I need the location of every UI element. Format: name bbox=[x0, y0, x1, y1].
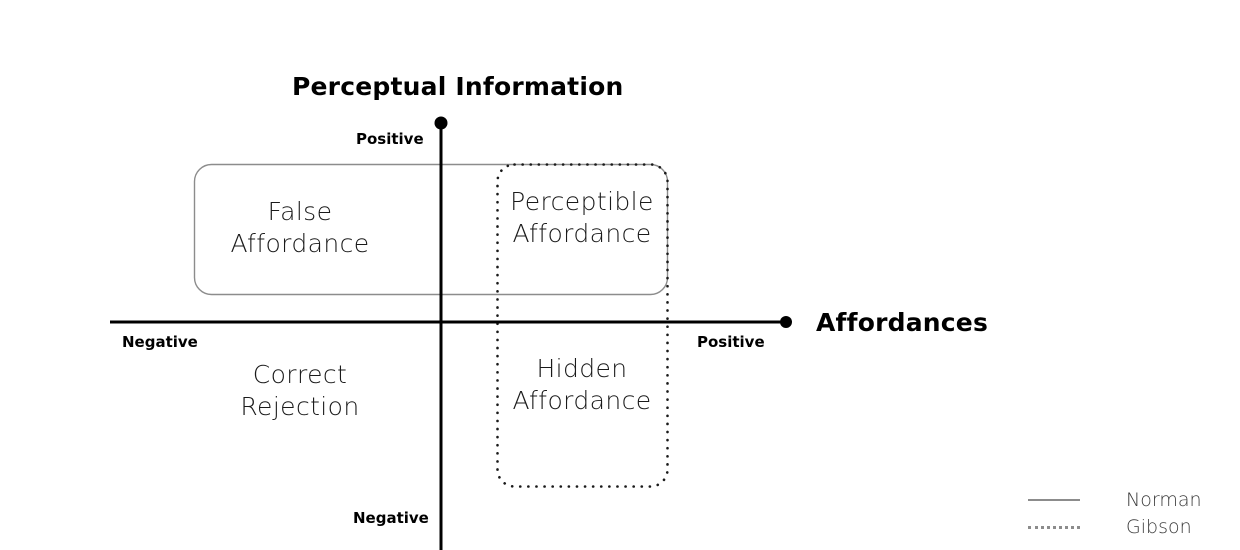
gibson-region-box bbox=[496, 163, 669, 488]
horizontal-axis-positive-label: Positive bbox=[697, 333, 765, 351]
legend-label-norman: Norman bbox=[1126, 489, 1202, 511]
legend-dotted-line-icon bbox=[1028, 526, 1080, 529]
horizontal-axis-title: Affordances bbox=[816, 308, 989, 337]
vertical-axis-title: Perceptual Information bbox=[292, 72, 624, 101]
vertical-axis-positive-label: Positive bbox=[356, 130, 424, 148]
quadrant-label-perceptible-affordance: Perceptible Affordance bbox=[510, 187, 654, 248]
horizontal-axis-negative-label: Negative bbox=[122, 333, 198, 351]
legend-item-gibson: Gibson bbox=[1026, 515, 1230, 541]
legend-item-norman: Norman bbox=[1026, 488, 1230, 514]
horizontal-axis-endpoint-dot bbox=[780, 316, 792, 328]
quadrant-label-hidden-affordance: Hidden Affordance bbox=[512, 354, 652, 415]
legend-solid-line-icon bbox=[1028, 499, 1080, 501]
vertical-axis-negative-label: Negative bbox=[353, 509, 429, 527]
quadrant-label-false-affordance: False Affordance bbox=[230, 197, 370, 258]
legend: Norman Gibson bbox=[1026, 488, 1230, 546]
vertical-axis-endpoint-dot bbox=[434, 116, 448, 130]
legend-label-gibson: Gibson bbox=[1126, 516, 1192, 538]
quadrant-label-correct-rejection: Correct Rejection bbox=[240, 360, 360, 421]
